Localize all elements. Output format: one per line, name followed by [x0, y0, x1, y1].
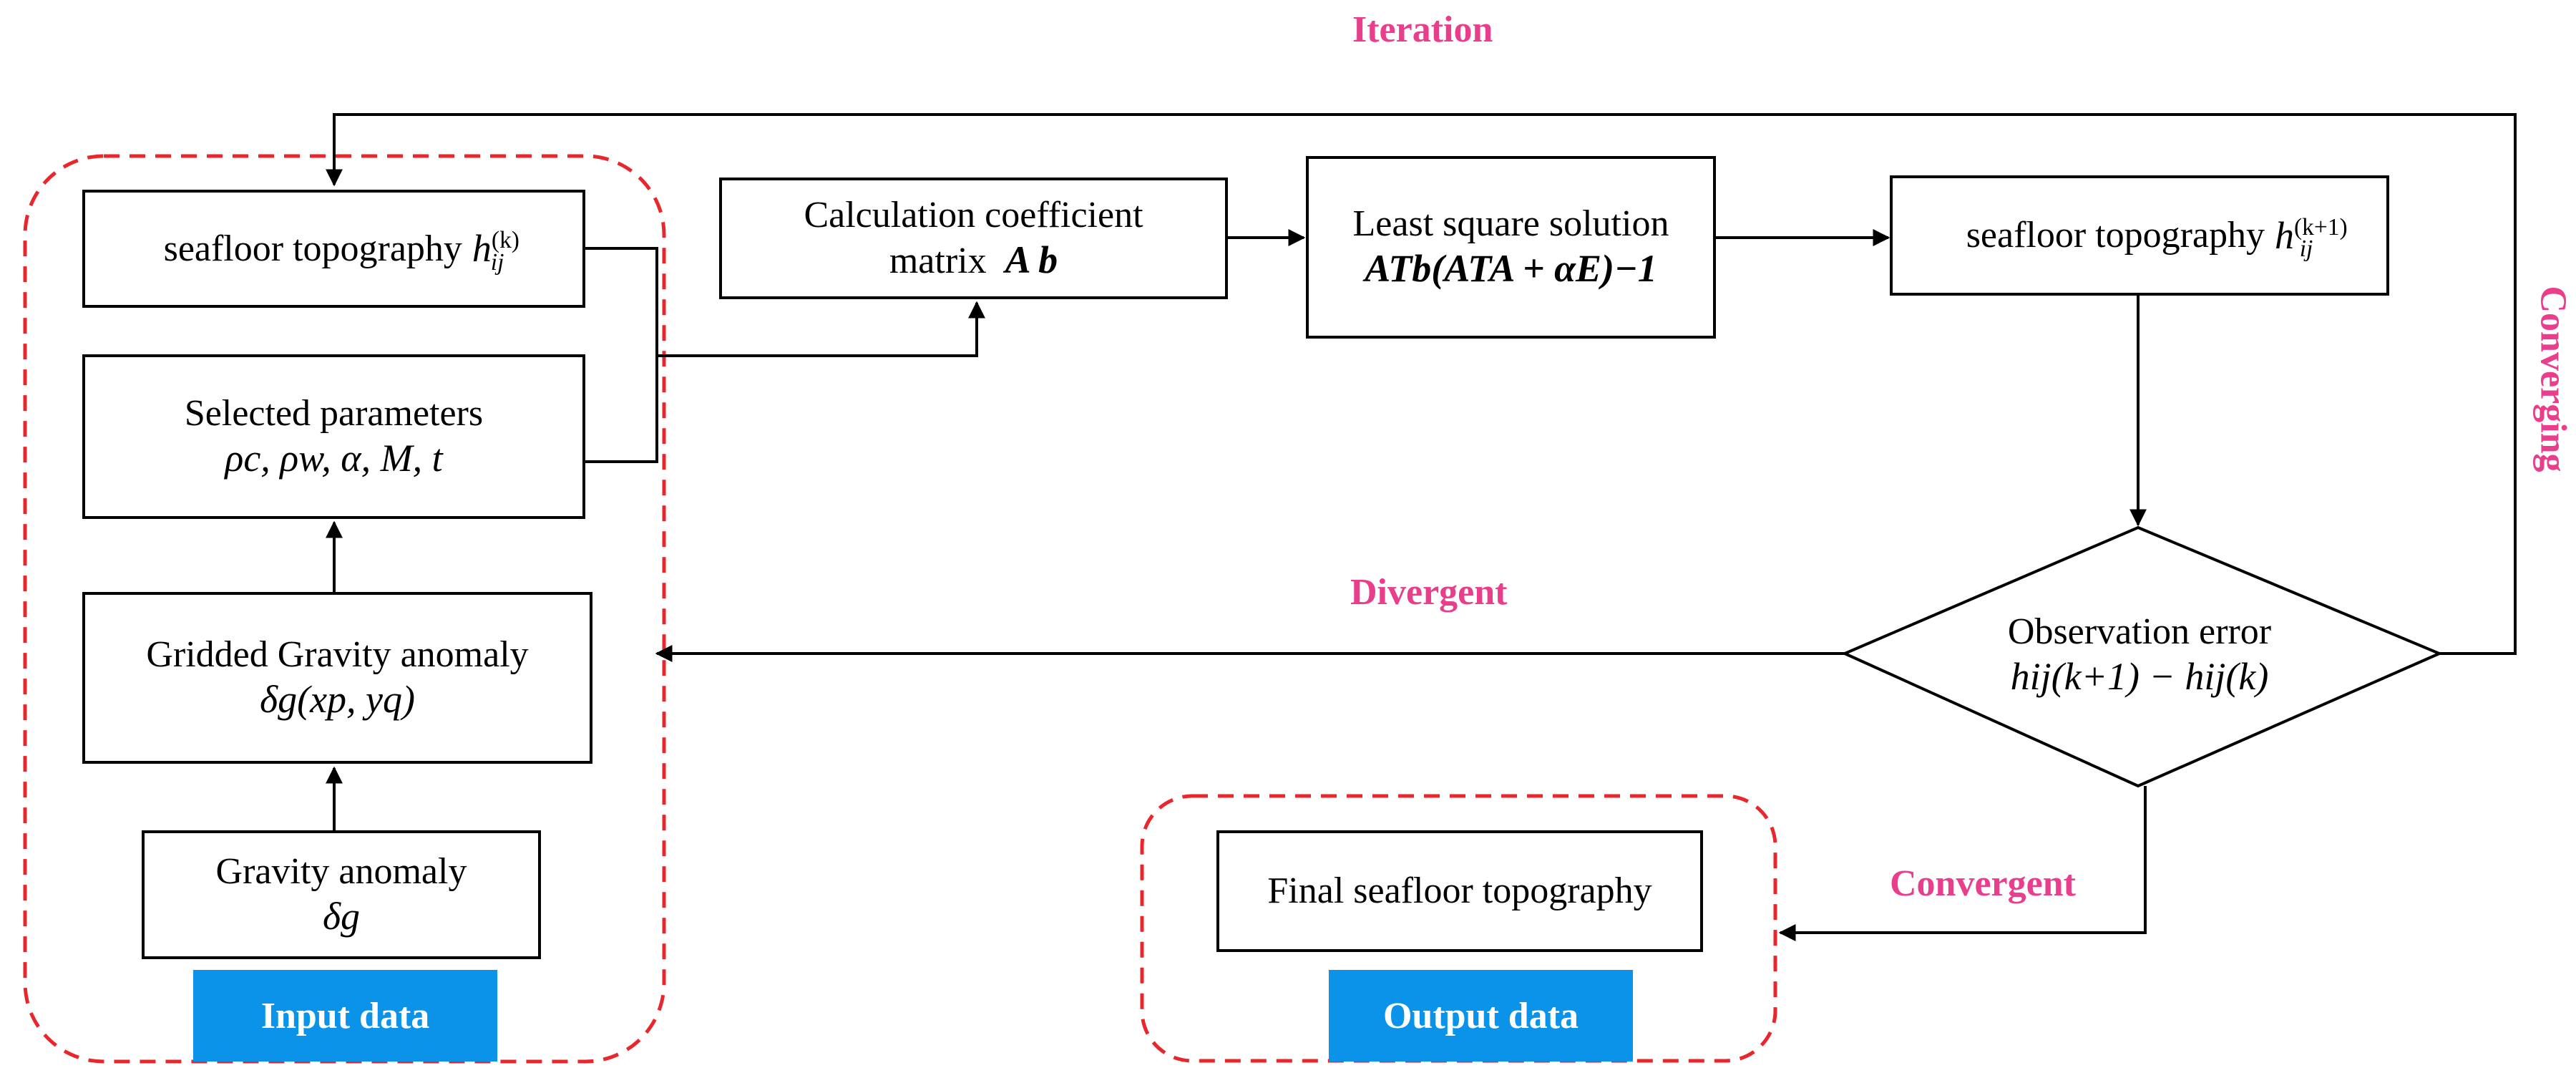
seafloor-merge-line: [585, 247, 658, 356]
divergent-label: Divergent: [1350, 572, 1508, 613]
selected-parameters-box: Selected parameters ρc, ρw, α, M, t: [82, 354, 585, 519]
observation-error-diamond: [1841, 525, 2444, 788]
seafloor-topography-k1-box: seafloor topography h(k+1)ij: [1890, 175, 2389, 296]
params-merge-line: [585, 356, 658, 463]
converging-label: Converging: [2532, 286, 2574, 472]
calc-coeff-text-1: Calculation coefficient: [804, 194, 1143, 235]
output-data-badge: Output data: [1329, 970, 1633, 1062]
input-group-outline: [23, 154, 666, 1064]
merge-to-coeff-arrow: [657, 301, 985, 357]
seafloor-k1-text: seafloor topography: [1966, 215, 2265, 256]
observation-error-content: Observation error hij(k+1) − hij(k): [1932, 580, 2347, 730]
selected-parameters-text: Selected parameters: [184, 392, 484, 434]
gravity-anomaly-math: δg: [322, 894, 361, 938]
gridded-gravity-math: δg(xp, yq): [259, 677, 415, 721]
selected-parameters-math: ρc, ρw, α, M, t: [225, 436, 443, 480]
seafloor-k-math: h(k)ij: [472, 227, 519, 276]
final-seafloor-topography-box: Final seafloor topography: [1216, 830, 1703, 952]
iteration-label: Iteration: [1352, 9, 1493, 50]
gridded-gravity-anomaly-box: Gridded Gravity anomaly δg(xp, yq): [82, 592, 592, 764]
gridded-gravity-text: Gridded Gravity anomaly: [146, 633, 529, 675]
seafloor-k-text: seafloor topography: [163, 228, 462, 269]
final-topo-text: Final seafloor topography: [1267, 870, 1652, 912]
gravity-anomaly-text: Gravity anomaly: [215, 850, 467, 892]
gravity-anomaly-box: Gravity anomaly δg: [142, 830, 541, 959]
iteration-loop-arrow: [326, 113, 2517, 655]
observation-error-math: hij(k+1) − hij(k): [2010, 654, 2269, 698]
input-data-badge: Input data: [193, 970, 497, 1062]
seafloor-topography-k-box: seafloor topography h(k)ij: [82, 190, 585, 308]
observation-error-text: Observation error: [2007, 611, 2272, 652]
convergent-arrow: [1778, 786, 2147, 941]
calculation-coefficient-box: Calculation coefficient matrix A b: [719, 178, 1228, 299]
least-square-text: Least square solution: [1352, 203, 1669, 245]
seafloor-k1-math: h(k+1)ij: [2275, 213, 2348, 263]
convergent-label: Convergent: [1890, 863, 2076, 904]
least-square-math: ATb(ATA + αE)−1: [1365, 247, 1657, 290]
least-square-solution-box: Least square solution ATb(ATA + αE)−1: [1306, 156, 1716, 339]
calc-coeff-line-2: matrix A b: [889, 238, 1058, 281]
